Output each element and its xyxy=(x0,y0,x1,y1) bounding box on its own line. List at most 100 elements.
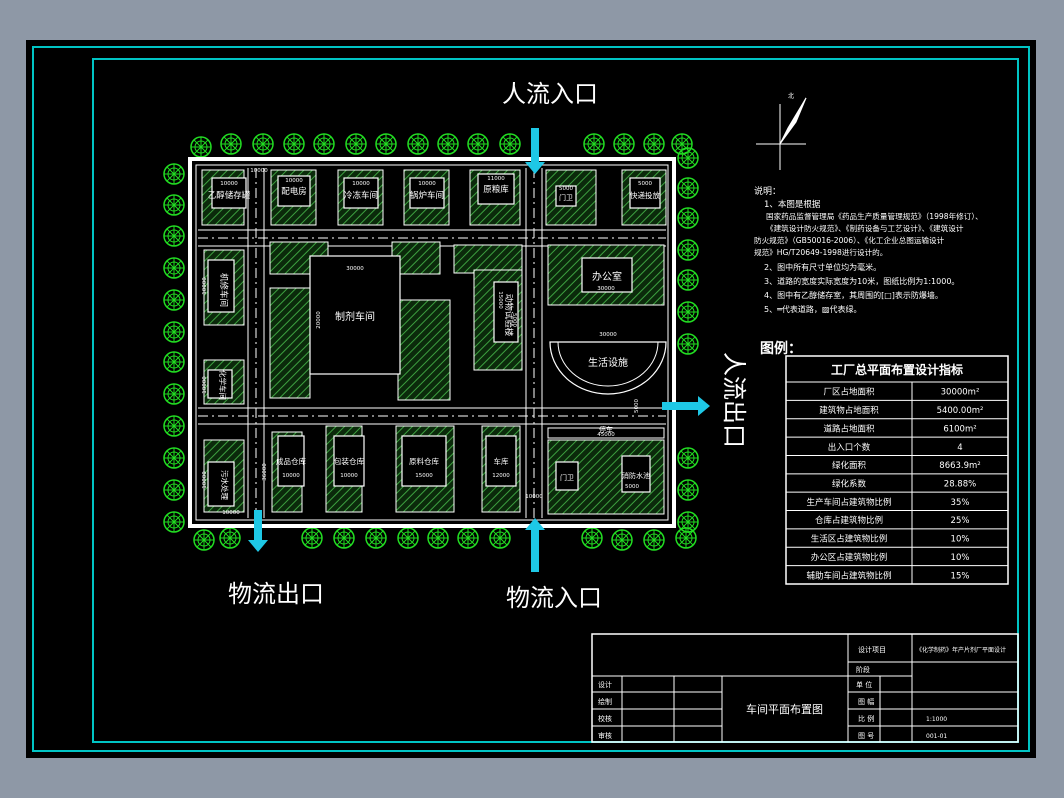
svg-text:10000: 10000 xyxy=(282,473,300,479)
svg-text:5、═代表道路，▨代表绿。: 5、═代表道路，▨代表绿。 xyxy=(764,304,861,314)
label-formulation: 制剂车间 xyxy=(335,310,375,323)
table-cell-label: 建筑物占地面积 xyxy=(819,405,879,416)
tree-icon xyxy=(252,133,274,155)
tree-icon xyxy=(677,333,699,355)
table-cell-value: 15% xyxy=(951,571,970,581)
tree-icon xyxy=(163,321,185,343)
tree-icon xyxy=(467,133,489,155)
tb-label-review: 审核 xyxy=(598,731,612,740)
table-cell-label: 生活区占建筑物比例 xyxy=(811,534,888,545)
tree-icon xyxy=(163,383,185,405)
roads xyxy=(198,168,666,518)
table-cell-label: 出入口个数 xyxy=(828,442,871,453)
arrow-people-in-top xyxy=(525,128,545,174)
label-garage: 车库 xyxy=(494,456,509,466)
tb-right-label-2: 比 例 xyxy=(858,714,874,723)
svg-text:防火规范》（GB50016-2006）、《化工企业总图运输设: 防火规范》（GB50016-2006）、《化工企业总图运输设计 xyxy=(754,235,945,245)
label-people-exit: 人流出口 xyxy=(720,352,748,448)
tb-scale-value: 1:1000 xyxy=(926,716,947,723)
label-parking: 停车 xyxy=(599,425,613,434)
tree-icon xyxy=(677,301,699,323)
arrow-goods-in-bottom xyxy=(525,518,545,572)
svg-text:5000: 5000 xyxy=(634,399,640,413)
label-goods-exit: 物流出口 xyxy=(228,580,324,608)
label-ethanol-tank: 乙醇储存罐 xyxy=(208,190,251,201)
tree-icon xyxy=(677,147,699,169)
tree-icon xyxy=(499,133,521,155)
table-cell-value: 35% xyxy=(951,498,970,508)
buildings xyxy=(207,173,661,507)
svg-text:10000: 10000 xyxy=(202,376,208,394)
tree-icon xyxy=(333,527,355,549)
table-cell-label: 辅助车间占建筑物比例 xyxy=(806,570,891,581)
label-goods-entrance: 物流入口 xyxy=(506,584,602,612)
tb-number-value: 001-01 xyxy=(926,733,947,740)
label-refrigeration: 冷冻车间 xyxy=(344,190,378,201)
flow-arrows xyxy=(248,128,710,572)
label-raw-material: 原料仓库 xyxy=(409,456,439,466)
title-block xyxy=(591,633,1019,743)
tree-icon xyxy=(163,351,185,373)
tree-icon xyxy=(677,447,699,469)
svg-text:10000: 10000 xyxy=(352,181,370,187)
tree-icon xyxy=(643,529,665,551)
tree-icon xyxy=(193,529,215,551)
design-notes: 说明： 1、本图是根据 国家药品监督管理局《药品生产质量管理规范》（1998年修… xyxy=(754,185,983,314)
tree-icon xyxy=(407,133,429,155)
arrow-goods-out xyxy=(248,510,268,552)
label-chemical: 化学车间 xyxy=(218,370,228,400)
tree-icon xyxy=(457,527,479,549)
tree-icon xyxy=(163,225,185,247)
table-cell-value: 28.88% xyxy=(944,480,976,490)
tree-icon xyxy=(583,133,605,155)
label-repair: 机修车间 xyxy=(218,273,229,307)
table-cell-label: 绿化面积 xyxy=(832,460,867,471)
tree-icon xyxy=(375,133,397,155)
label-packaging: 包装仓库 xyxy=(334,456,364,466)
table-cell-value: 6100m² xyxy=(943,424,976,434)
label-gate-top: 门卫 xyxy=(559,193,573,202)
svg-text:3、道路的宽度实际宽度为10米，图纸比例为1:1000。: 3、道路的宽度实际宽度为10米，图纸比例为1:1000。 xyxy=(764,276,959,286)
svg-text:5000: 5000 xyxy=(511,313,517,327)
tree-icon xyxy=(301,527,323,549)
table-cell-value: 5400.00m² xyxy=(937,406,984,416)
svg-text:10000: 10000 xyxy=(285,178,303,184)
label-raw-grain: 原粮库 xyxy=(483,184,509,195)
table-cell-label: 绿化系数 xyxy=(832,479,867,490)
tree-icon xyxy=(427,527,449,549)
tree-icon xyxy=(437,133,459,155)
table-cell-value: 8663.9m² xyxy=(939,461,980,471)
tree-icon xyxy=(190,136,212,158)
outer-frame xyxy=(32,46,1030,752)
tree-icon xyxy=(163,447,185,469)
svg-text:2、图中所有尺寸单位均为毫米。: 2、图中所有尺寸单位均为毫米。 xyxy=(764,262,881,272)
tree-icon xyxy=(677,177,699,199)
label-office: 办公室 xyxy=(592,270,622,283)
svg-text:45000: 45000 xyxy=(597,432,615,438)
table-cell-label: 办公区占建筑物比例 xyxy=(811,552,888,563)
tree-icon xyxy=(365,527,387,549)
legend-label: 图例： xyxy=(760,340,802,357)
label-wastewater: 污水处理 xyxy=(220,470,230,500)
svg-text:10000: 10000 xyxy=(202,277,208,295)
svg-text:30000: 30000 xyxy=(346,266,364,272)
svg-text:10000: 10000 xyxy=(250,168,268,174)
svg-text:10000: 10000 xyxy=(222,510,240,516)
label-people-entrance-top: 人流入口 xyxy=(502,80,598,108)
table-cell-label: 道路占地面积 xyxy=(823,423,875,434)
label-delivery: 快递投放 xyxy=(630,190,660,200)
tb-drawing-name: 车间平面布置图 xyxy=(746,702,823,716)
tb-right-label-0: 设计项目 xyxy=(858,645,886,654)
svg-text:15000: 15000 xyxy=(415,473,433,479)
svg-text:5000: 5000 xyxy=(559,186,573,192)
site-boundary-inner xyxy=(195,164,669,521)
tree-icon xyxy=(163,415,185,437)
svg-text:4、图中有乙醇储存室，其周围的[□]表示防爆墙。: 4、图中有乙醇储存室，其周围的[□]表示防爆墙。 xyxy=(764,290,943,300)
svg-text:30000: 30000 xyxy=(597,286,615,292)
table-cell-label: 厂区占地面积 xyxy=(823,387,875,398)
tree-icon xyxy=(283,133,305,155)
svg-text:《建筑设计防火规范》、《制药设备与工艺设计》、《建筑设计: 《建筑设计防火规范》、《制药设备与工艺设计》、《建筑设计 xyxy=(766,223,964,233)
tree-icon xyxy=(397,527,419,549)
table-cell-value: 10% xyxy=(951,535,970,545)
